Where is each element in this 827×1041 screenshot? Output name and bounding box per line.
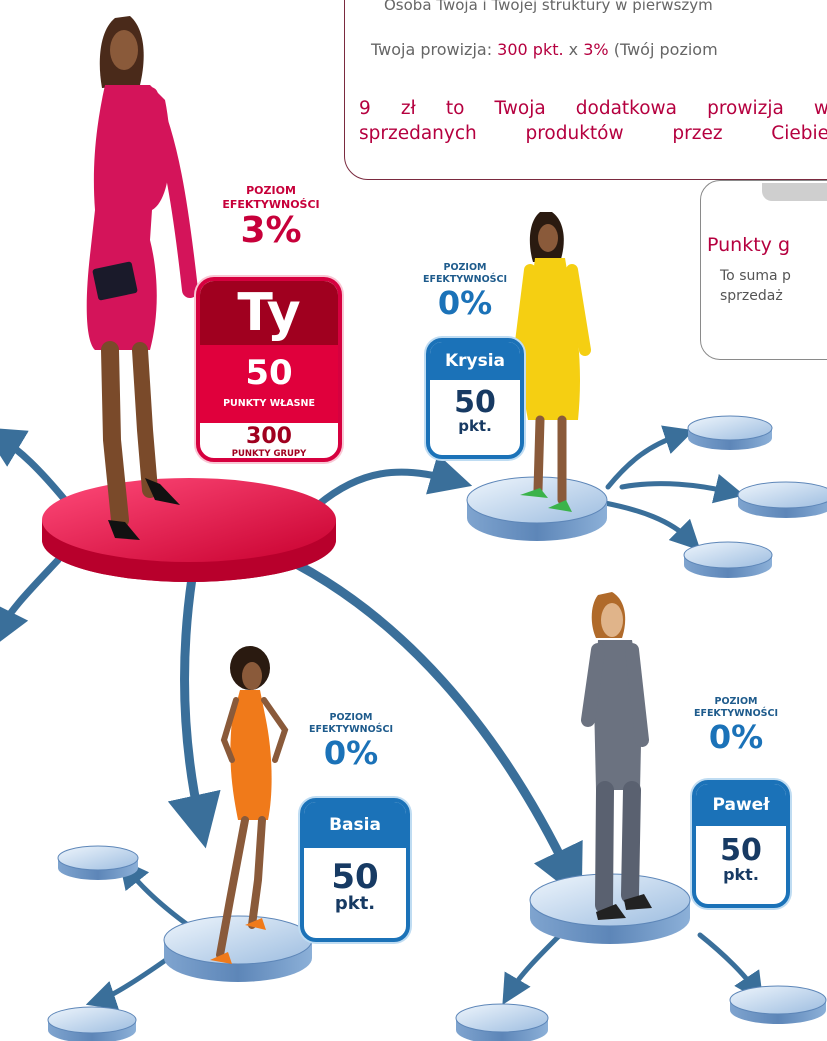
krysia-level-percent: 0% <box>437 284 493 322</box>
group-points-label: PUNKTY GRUPY <box>231 449 307 459</box>
own-points-label: PUNKTY WŁASNE <box>223 398 315 409</box>
disk-krysia <box>466 476 608 541</box>
group-points-description: To suma p sprzedaż <box>720 266 791 306</box>
krysia-level: POZIOM EFEKTYWNOŚCI 0% <box>418 262 512 320</box>
level-label-2: EFEKTYWNOŚCI <box>422 274 508 285</box>
group-points-section: 300 PUNKTY GRUPY <box>200 423 338 459</box>
arrow-left-up <box>0 427 69 504</box>
arrow-krysia-1 <box>605 425 695 490</box>
group-points-box <box>700 180 827 360</box>
commission-line: Twoja prowizja: 300 pkt. x 3% (Twój pozi… <box>371 40 718 59</box>
figure-krysia <box>514 212 591 512</box>
disk-small-7 <box>729 985 827 1024</box>
level-label: POZIOM <box>246 184 296 197</box>
you-level: POZIOM EFEKTYWNOŚCI 3% <box>206 184 336 250</box>
krysia-name: Krysia <box>430 342 520 380</box>
figure-you <box>86 16 198 540</box>
blue-disks <box>47 415 827 1041</box>
you-name: Ty <box>200 281 338 345</box>
disk-small-3 <box>683 541 773 578</box>
commission-label: Twoja prowizja: <box>371 40 493 59</box>
arrow-to-pawel <box>263 545 583 901</box>
disk-small-4 <box>57 845 139 880</box>
extra-commission-text: 9 zł to Twoja dodatkowa prowizja w sprze… <box>359 96 827 146</box>
arrow-to-basia <box>167 573 221 849</box>
arrow-pawel-1 <box>502 932 563 1005</box>
commission-percent: 3% <box>583 40 609 59</box>
arrow-krysia-3 <box>602 500 701 551</box>
figure-basia <box>210 646 289 964</box>
own-points-section: 50 PUNKTY WŁASNE <box>200 345 338 423</box>
disk-small-2 <box>737 481 827 518</box>
basia-card: Basia 50 pkt. <box>300 798 410 942</box>
commission-info-box <box>344 0 827 180</box>
extra-commission-line2: sprzedanych produktów przez Ciebie <box>359 123 827 144</box>
commission-level-note: (Twój poziom <box>613 40 718 59</box>
arrow-to-krysia <box>314 454 473 509</box>
own-points-value: 50 <box>245 353 293 393</box>
arrow-basia-1 <box>118 858 195 931</box>
pawel-points: 50 <box>720 833 762 868</box>
group-points-tab <box>762 183 827 201</box>
basia-level: POZIOM EFEKTYWNOŚCI 0% <box>298 712 404 770</box>
disk-basia <box>163 915 313 982</box>
disk-small-6 <box>455 1003 549 1041</box>
you-level-percent: 3% <box>240 210 302 251</box>
level-label: POZIOM <box>714 696 758 707</box>
level-label: POZIOM <box>329 712 373 723</box>
pawel-card: Paweł 50 pkt. <box>692 780 790 908</box>
pawel-level: POZIOM EFEKTYWNOŚCI 0% <box>686 696 786 754</box>
arrows <box>0 425 764 1010</box>
commission-points: 300 pkt. <box>497 40 564 59</box>
basia-points-unit: pkt. <box>334 893 376 914</box>
basia-level-percent: 0% <box>323 734 379 772</box>
pawel-level-percent: 0% <box>708 718 764 756</box>
basia-points: 50 <box>331 857 379 897</box>
disk-small-1 <box>687 415 773 450</box>
group-points-title: Punkty g <box>707 234 791 256</box>
figure-pawel <box>581 592 652 920</box>
level-label-2: EFEKTYWNOŚCI <box>308 724 394 735</box>
commission-multiply: x <box>568 40 579 59</box>
group-points-desc-line1: To suma p <box>720 268 791 284</box>
arrow-left-down <box>0 556 62 649</box>
level-label-2: EFEKTYWNOŚCI <box>222 198 320 211</box>
extra-commission-line1: 9 zł to Twoja dodatkowa prowizja w <box>359 98 827 119</box>
basia-name: Basia <box>304 802 406 848</box>
group-points-desc-line2: sprzedaż <box>720 288 783 304</box>
krysia-points: 50 <box>454 385 496 420</box>
krysia-card: Krysia 50 pkt. <box>426 338 524 459</box>
you-card: Ty 50 PUNKTY WŁASNE 300 PUNKTY GRUPY <box>196 277 342 462</box>
krysia-points-unit: pkt. <box>458 417 492 435</box>
arrow-krysia-2 <box>619 473 745 504</box>
disk-small-5 <box>47 1006 137 1041</box>
pawel-points-unit: pkt. <box>723 865 759 884</box>
level-label-2: EFEKTYWNOŚCI <box>693 708 779 719</box>
group-points-value: 300 <box>246 424 292 449</box>
you-disk <box>42 478 336 582</box>
arrow-pawel-2 <box>697 932 764 1003</box>
pawel-name: Paweł <box>696 784 786 826</box>
level-label: POZIOM <box>443 262 487 273</box>
structure-points-line: Osoba Twoja i Twojej struktury w pierwsz… <box>384 0 713 14</box>
